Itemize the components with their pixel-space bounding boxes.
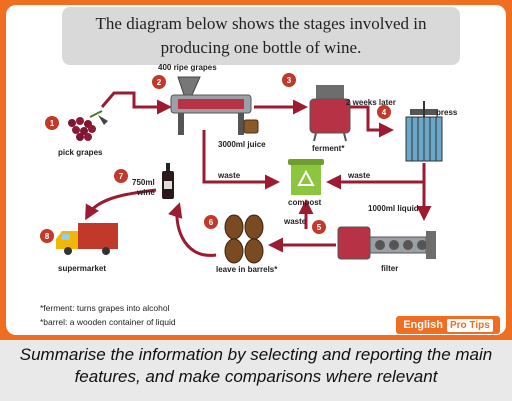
arrow-wine-to-truck bbox=[85, 188, 157, 221]
step-8: 8 bbox=[45, 232, 50, 241]
step-2: 2 bbox=[157, 78, 162, 87]
crusher-machine-icon: 400 ripe grapes bbox=[158, 63, 259, 135]
step-markers: 1 2 3 4 5 6 7 8 bbox=[40, 73, 391, 243]
arrow-barrels-to-wine bbox=[168, 202, 217, 257]
grapes-icon bbox=[68, 110, 108, 141]
step-6: 6 bbox=[209, 218, 214, 227]
title-box: The diagram below shows the stages invol… bbox=[62, 7, 460, 65]
footnote-ferment: *ferment: turns grapes into alcohol bbox=[40, 303, 170, 313]
arrow-ferment-to-press bbox=[349, 105, 394, 138]
label-compost: compost bbox=[288, 198, 322, 207]
press-icon bbox=[405, 101, 443, 162]
step-7: 7 bbox=[119, 172, 124, 181]
diagram-card: The diagram below shows the stages invol… bbox=[6, 5, 506, 335]
footnote-barrel: *barrel: a wooden container of liquid bbox=[40, 317, 176, 327]
label-waste-press: waste bbox=[347, 171, 371, 180]
wine-bottle-icon bbox=[162, 163, 174, 199]
delivery-truck-icon bbox=[56, 223, 118, 255]
label-juice: 3000ml juice bbox=[218, 140, 266, 149]
process-diagram: 1 2 3 4 5 6 7 8 pick grapes 400 ripe gra… bbox=[40, 63, 458, 274]
step-5: 5 bbox=[317, 223, 322, 232]
label-press: press bbox=[436, 108, 458, 117]
arrow-pick-to-machine bbox=[100, 91, 172, 115]
task-instruction: Summarise the information by selecting a… bbox=[19, 345, 493, 386]
fermentation-tank-icon bbox=[309, 85, 351, 142]
label-waste-filter: waste bbox=[283, 217, 307, 226]
diagram-title: The diagram below shows the stages invol… bbox=[95, 14, 427, 57]
label-pick-grapes: pick grapes bbox=[58, 148, 103, 157]
label-ferment: ferment* bbox=[312, 144, 345, 153]
flow-arrows bbox=[85, 91, 432, 257]
arrow-machine-waste bbox=[202, 130, 280, 190]
label-barrels: leave in barrels* bbox=[216, 265, 278, 274]
compost-bin-icon bbox=[288, 159, 324, 195]
brand-badge-left: English bbox=[403, 319, 443, 331]
label-ripe-grapes: 400 ripe grapes bbox=[158, 63, 217, 72]
label-filter: filter bbox=[381, 264, 398, 273]
barrels-icon bbox=[224, 214, 264, 264]
step-1: 1 bbox=[50, 119, 55, 128]
label-waste-machine: waste bbox=[217, 171, 241, 180]
brand-badge-right: Pro Tips bbox=[446, 318, 493, 332]
label-wine-volume: 750ml bbox=[132, 178, 155, 187]
label-liquid: 1000ml liquid bbox=[368, 204, 419, 213]
step-3: 3 bbox=[287, 76, 292, 85]
label-supermarket: supermarket bbox=[58, 264, 106, 273]
label-two-weeks: 2 weeks later bbox=[346, 98, 396, 107]
filter-machine-icon bbox=[337, 226, 436, 260]
brand-badge: English Pro Tips bbox=[396, 316, 500, 334]
step-4: 4 bbox=[382, 108, 387, 117]
label-wine: wine bbox=[136, 188, 155, 197]
